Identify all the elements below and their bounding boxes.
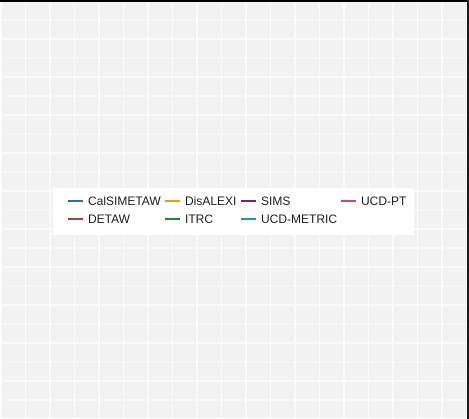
legend-background	[53, 188, 414, 235]
legend-label-5: UCD-METRIC	[261, 212, 337, 226]
legend: CalSIMETAW DETAW DisALEXI ITRC SIMS UCD-METRI…	[53, 188, 414, 235]
legend-label-1: DETAW	[88, 212, 131, 226]
legend-label-4: SIMS	[261, 194, 290, 208]
top-border	[0, 0, 469, 2]
legend-label-3: ITRC	[185, 212, 213, 226]
legend-label-0: CalSIMETAW	[88, 194, 161, 208]
legend-label-2: DisALEXI	[185, 194, 236, 208]
legend-label-6: UCD-PT	[361, 194, 407, 208]
right-border	[467, 0, 469, 419]
